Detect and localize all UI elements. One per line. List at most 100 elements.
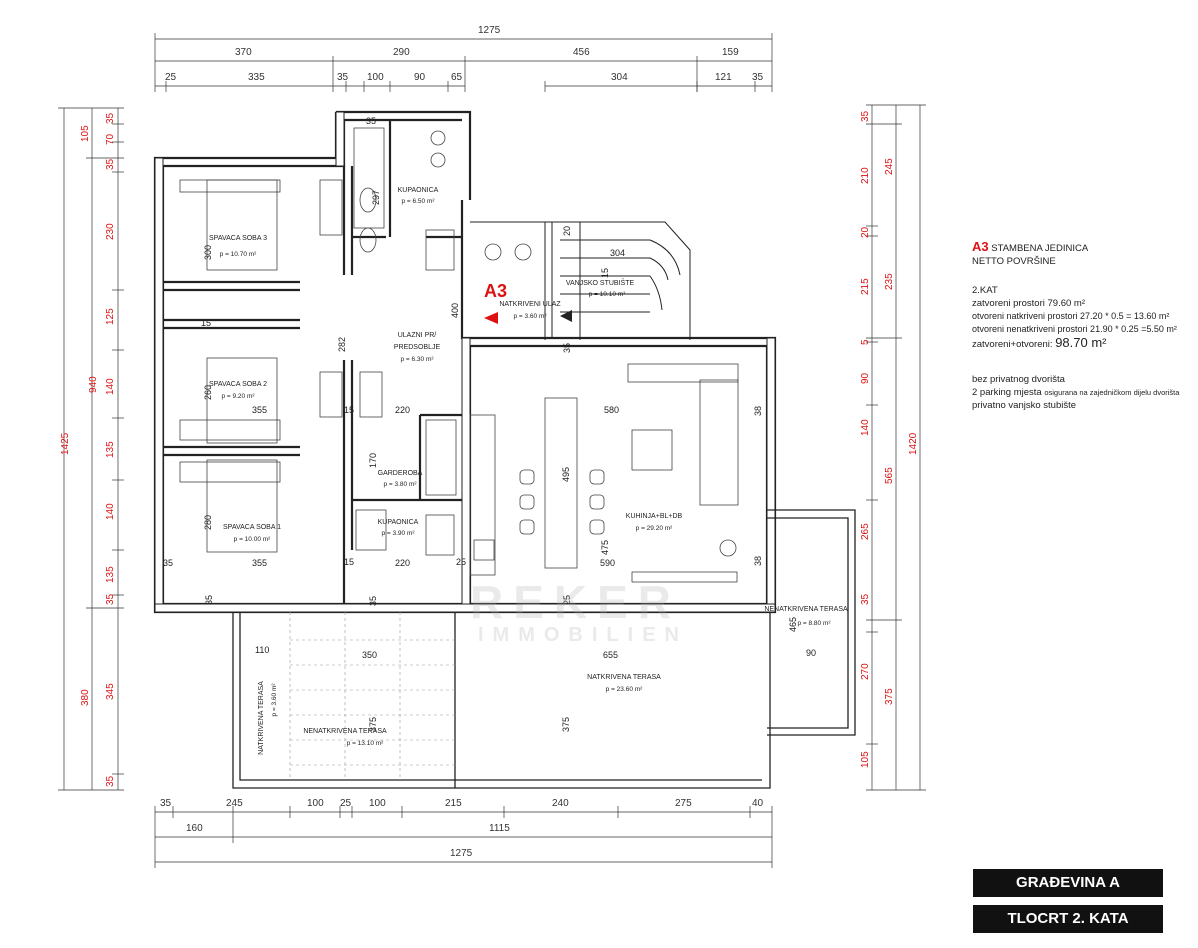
room-terrace-left-name: NATKRIVENA TERASA	[258, 681, 265, 755]
svg-text:35: 35	[562, 343, 572, 353]
dim-left-labels: 1425 105 940 380 35 70 35 230 125 140 13…	[60, 112, 116, 787]
svg-text:400: 400	[450, 303, 460, 318]
svg-text:297: 297	[371, 190, 381, 205]
svg-text:1420: 1420	[908, 432, 919, 455]
unit-label-plan: A3	[484, 281, 508, 301]
svg-text:35: 35	[860, 593, 871, 605]
info-subtitle: NETTO POVRŠINE	[972, 256, 1056, 267]
svg-text:210: 210	[860, 167, 871, 184]
svg-text:70: 70	[105, 133, 116, 145]
svg-text:25: 25	[456, 557, 466, 567]
svg-text:1115: 1115	[489, 823, 510, 834]
svg-text:100: 100	[307, 798, 324, 809]
svg-text:35: 35	[105, 158, 116, 170]
room-hall-name2: PREDSOBLJE	[394, 344, 441, 351]
info-floor: 2.KAT	[972, 285, 998, 296]
room-bed2-area: p = 9.20 m²	[221, 393, 255, 400]
svg-text:15: 15	[600, 268, 610, 278]
svg-text:35: 35	[160, 798, 172, 809]
svg-text:35: 35	[366, 116, 376, 126]
svg-text:580: 580	[604, 405, 619, 415]
svg-text:35: 35	[105, 112, 116, 124]
svg-text:25: 25	[165, 72, 177, 83]
svg-text:282: 282	[337, 337, 347, 352]
room-bed1-area: p = 10.00 m²	[234, 536, 272, 543]
svg-text:380: 380	[80, 689, 91, 706]
info-heading: A3 STAMBENA JEDINICA	[972, 240, 1192, 255]
room-bath-top-area: p = 6.50 m²	[401, 198, 435, 205]
dim-top-total: 1275	[478, 25, 501, 36]
svg-text:940: 940	[88, 376, 99, 393]
svg-text:230: 230	[105, 223, 116, 240]
svg-text:90: 90	[806, 648, 816, 658]
svg-text:135: 135	[105, 441, 116, 458]
svg-text:375: 375	[368, 717, 378, 732]
svg-text:25: 25	[562, 595, 572, 605]
info-line4: zatvoreni+otvoreni: 98.70 m²	[972, 335, 1107, 350]
room-stairs-name: VANJSKO STUBIŠTE	[566, 278, 635, 287]
svg-text:280: 280	[203, 515, 213, 530]
svg-text:20: 20	[562, 226, 572, 236]
svg-text:1425: 1425	[60, 432, 71, 455]
svg-text:100: 100	[369, 798, 386, 809]
building-badge: GRAĐEVINA A	[973, 869, 1163, 897]
floor-badge: TLOCRT 2. KATA	[973, 905, 1163, 933]
svg-text:240: 240	[552, 798, 569, 809]
svg-text:100: 100	[367, 72, 384, 83]
room-entry-area: p = 3.60 m²	[513, 313, 547, 320]
svg-text:565: 565	[884, 467, 895, 484]
room-terrace-open-name: NENATKRIVENA TERASA	[303, 728, 387, 735]
info-line3: otvoreni nenatkriveni prostori 21.90 * 0…	[972, 324, 1177, 334]
dim-bottom-row1: 35 245 100 25 100 215 240 275 40	[160, 798, 764, 809]
svg-text:590: 590	[600, 558, 615, 568]
info-note3: privatno vanjsko stubište	[972, 400, 1077, 411]
room-entry-name: NATKRIVENI ULAZ	[499, 301, 561, 308]
svg-text:35: 35	[368, 596, 378, 606]
info-note2: 2 parking mjesta osigurana na zajedničko…	[972, 387, 1180, 398]
info-note1: bez privatnog dvorišta	[972, 374, 1065, 385]
room-bath2-name: KUPAONICA	[378, 519, 419, 526]
svg-text:245: 245	[884, 158, 895, 175]
room-terrace-left-area: p = 3.60 m²	[271, 683, 278, 717]
info-line1: zatvoreni prostori 79.60 m²	[972, 298, 1085, 309]
svg-text:15: 15	[344, 557, 354, 567]
svg-text:304: 304	[610, 248, 625, 258]
svg-text:140: 140	[105, 503, 116, 520]
svg-text:35: 35	[105, 775, 116, 787]
entry-arrow-icon	[484, 312, 498, 324]
svg-text:65: 65	[451, 72, 463, 83]
svg-text:105: 105	[80, 125, 91, 142]
dim-top-row3: 25 335 35 100 90 65 304 121 35	[165, 72, 764, 83]
svg-text:140: 140	[105, 378, 116, 395]
svg-text:125: 125	[105, 308, 116, 325]
svg-text:20: 20	[860, 226, 871, 238]
svg-text:655: 655	[603, 650, 618, 660]
dim-right-labels: 1420 245 235 565 375 35 210 20 215 5 90 …	[860, 110, 919, 768]
room-bed3-area: p = 10.70 m²	[220, 251, 258, 258]
room-bath2-area: p = 3.90 m²	[381, 530, 415, 537]
room-terrace-open-area: p = 13.10 m²	[347, 740, 385, 747]
svg-text:290: 290	[393, 47, 410, 58]
svg-text:35: 35	[163, 558, 173, 568]
room-labels: KUPAONICA p = 6.50 m² SPAVACA SOBA 3 p =…	[209, 187, 848, 755]
room-kitchen-name: KUHINJA+BL+DB	[626, 513, 683, 520]
svg-text:355: 355	[252, 405, 267, 415]
svg-text:35: 35	[105, 593, 116, 605]
svg-text:300: 300	[203, 245, 213, 260]
info-title: STAMBENA JEDINICA	[991, 243, 1089, 254]
furniture	[179, 127, 739, 583]
dim-bottom-total: 1275	[450, 848, 473, 859]
info-unit-label: A3	[972, 239, 989, 254]
svg-text:135: 135	[105, 566, 116, 583]
svg-text:355: 355	[252, 558, 267, 568]
external-stairs	[470, 221, 691, 340]
svg-text:35: 35	[337, 72, 349, 83]
info-panel: A3 STAMBENA JEDINICA NETTO POVRŠINE 2.KA…	[972, 240, 1192, 412]
dim-bottom-row2: 160 1115	[186, 823, 510, 834]
svg-text:105: 105	[860, 751, 871, 768]
svg-text:370: 370	[235, 47, 252, 58]
svg-text:345: 345	[105, 683, 116, 700]
svg-text:335: 335	[248, 72, 265, 83]
svg-text:140: 140	[860, 419, 871, 436]
